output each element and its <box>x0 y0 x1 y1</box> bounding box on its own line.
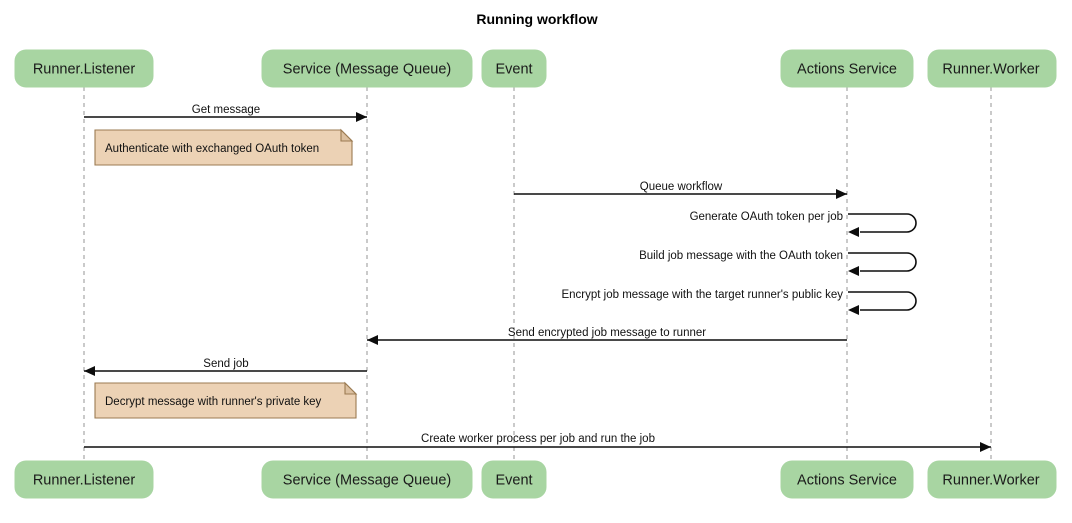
message-create-worker-process[interactable]: Create worker process per job and run th… <box>84 433 991 452</box>
participant-event-bottom[interactable]: Event <box>481 460 547 499</box>
message-get-message[interactable]: Get message <box>84 104 367 122</box>
message-label: Generate OAuth token per job <box>690 211 843 223</box>
participant-actions-service-bottom[interactable]: Actions Service <box>780 460 914 499</box>
arrowhead-icon <box>367 335 378 345</box>
note-fold-corner-icon <box>344 381 358 395</box>
message-encrypt-job-message[interactable]: Encrypt job message with the target runn… <box>561 289 917 315</box>
message-send-job[interactable]: Send job <box>84 358 367 376</box>
message-queue-workflow[interactable]: Queue workflow <box>514 181 847 199</box>
note-fold-corner-icon <box>340 128 354 142</box>
participant-service-queue-top[interactable]: Service (Message Queue) <box>261 49 473 88</box>
message-generate-oauth-token[interactable]: Generate OAuth token per job <box>690 211 917 237</box>
participant-label: Service (Message Queue) <box>283 472 451 488</box>
message-build-job-message[interactable]: Build job message with the OAuth token <box>639 250 917 276</box>
lifelines-group <box>83 87 992 461</box>
arrowhead-icon <box>836 189 847 199</box>
participant-event-top[interactable]: Event <box>481 49 547 88</box>
participant-box <box>14 460 154 499</box>
message-label: Send encrypted job message to runner <box>508 327 706 339</box>
arrowhead-icon <box>848 266 859 276</box>
message-label: Queue workflow <box>640 181 723 193</box>
note-authenticate: Authenticate with exchanged OAuth token <box>94 128 354 166</box>
arrowhead-icon <box>84 366 95 376</box>
note-label: Decrypt message with runner's private ke… <box>105 396 322 408</box>
participant-box <box>261 49 473 88</box>
participant-box <box>780 460 914 499</box>
note-body <box>94 129 353 166</box>
message-label: Get message <box>192 104 260 116</box>
participant-label: Actions Service <box>797 472 897 488</box>
participant-runner-worker-bottom[interactable]: Runner.Worker <box>927 460 1057 499</box>
participant-label: Runner.Listener <box>33 472 136 488</box>
message-self-loop <box>848 291 917 311</box>
participant-runner-listener-top[interactable]: Runner.Listener <box>14 49 154 88</box>
participant-label: Service (Message Queue) <box>283 61 451 77</box>
message-label: Send job <box>203 358 248 370</box>
participant-box <box>481 460 547 499</box>
participants-bottom-group: Runner.Listener Service (Message Queue) Ev… <box>14 460 1057 499</box>
participant-label: Actions Service <box>797 61 897 77</box>
message-send-encrypted-job-message[interactable]: Send encrypted job message to runner <box>367 327 847 345</box>
note-decrypt: Decrypt message with runner's private ke… <box>94 381 358 419</box>
arrowhead-icon <box>848 305 859 315</box>
message-label: Encrypt job message with the target runn… <box>561 289 843 301</box>
participant-box <box>780 49 914 88</box>
participant-box <box>927 49 1057 88</box>
participant-label: Event <box>495 61 532 77</box>
message-self-loop <box>848 213 917 233</box>
message-self-loop <box>848 252 917 272</box>
participant-runner-listener-bottom[interactable]: Runner.Listener <box>14 460 154 499</box>
participant-box <box>927 460 1057 499</box>
arrowhead-icon <box>356 112 367 122</box>
participant-service-queue-bottom[interactable]: Service (Message Queue) <box>261 460 473 499</box>
participant-label: Runner.Worker <box>942 472 1039 488</box>
participant-box <box>14 49 154 88</box>
note-body <box>94 382 357 419</box>
participant-label: Runner.Listener <box>33 61 136 77</box>
participant-runner-worker-top[interactable]: Runner.Worker <box>927 49 1057 88</box>
participant-label: Runner.Worker <box>942 61 1039 77</box>
participants-top-group: Runner.Listener Service (Message Queue) Ev… <box>14 49 1057 88</box>
message-label: Create worker process per job and run th… <box>421 433 655 445</box>
message-label: Build job message with the OAuth token <box>639 250 843 262</box>
participant-box <box>481 49 547 88</box>
note-label: Authenticate with exchanged OAuth token <box>105 143 319 155</box>
participant-actions-service-top[interactable]: Actions Service <box>780 49 914 88</box>
notes-group: Authenticate with exchanged OAuth tokenD… <box>94 128 358 419</box>
page-title: Running workflow <box>476 11 597 27</box>
participant-box <box>261 460 473 499</box>
arrowhead-icon <box>848 227 859 237</box>
participant-label: Event <box>495 472 532 488</box>
arrowhead-icon <box>980 442 991 452</box>
